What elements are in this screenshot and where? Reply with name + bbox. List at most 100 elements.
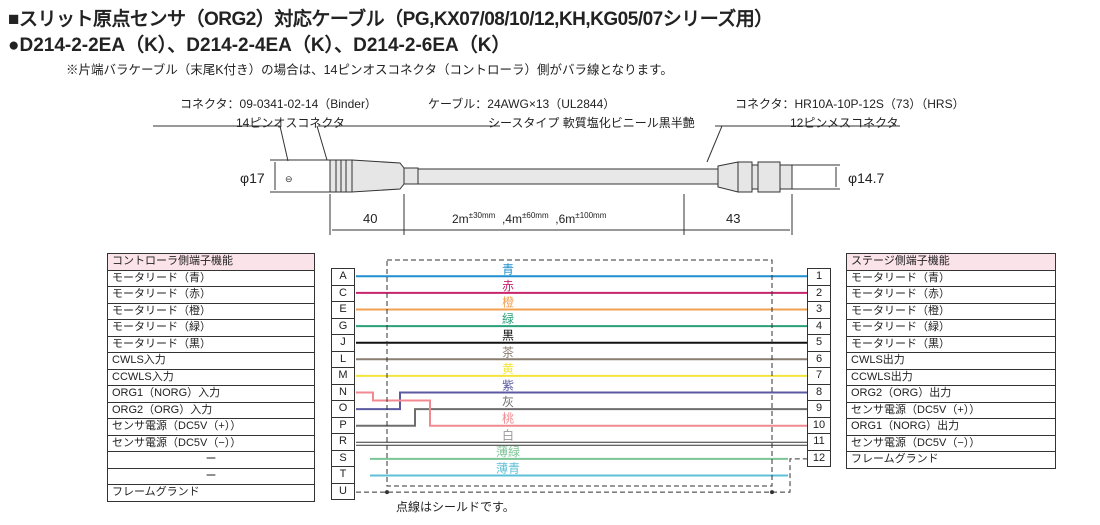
controller-pin-cell: J	[331, 334, 355, 352]
stage-function-row: モータリード（緑）	[846, 319, 1056, 337]
shield-outline	[386, 259, 773, 487]
controller-pin-row: U	[331, 482, 355, 500]
controller-pin-row: N	[331, 383, 355, 401]
wire-color-label: 橙	[502, 295, 514, 310]
stage-terminal-table: ステージ側端子機能 モータリード（青）モータリード（赤）モータリード（橙）モータ…	[846, 253, 1056, 469]
controller-pin-cell: R	[331, 433, 355, 451]
controller-function-cell: CCWLS入力	[107, 368, 315, 386]
controller-function-row: CWLS入力	[107, 352, 315, 370]
controller-function-cell: ORG2（ORG）入力	[107, 401, 315, 419]
controller-pin-row: L	[331, 350, 355, 368]
controller-pin-row: G	[331, 317, 355, 335]
stage-function-row: フレームグランド	[846, 451, 1056, 469]
wire-color-label: 緑	[502, 311, 514, 326]
left-connector-shape	[329, 159, 419, 193]
wire-color-label: 灰	[502, 395, 514, 409]
controller-function-cell: モータリード（赤）	[107, 286, 315, 304]
controller-function-row: CCWLS入力	[107, 368, 315, 386]
cable-spec-label: ケーブル：24AWG×13（UL2844）	[428, 97, 616, 111]
wire-9	[356, 391, 807, 427]
stage-function-row: センサ電源（DC5V（+））	[846, 401, 1056, 419]
stage-pin-cell: 4	[807, 317, 831, 335]
tol-6m: ±100mm	[575, 211, 607, 220]
tol-4m: ±60mm	[521, 211, 549, 220]
wire-color-label: 黄	[502, 362, 514, 376]
stage-function-cell: センサ電源（DC5V（−））	[846, 434, 1056, 452]
wire-color-label: 薄緑	[496, 444, 520, 459]
stage-pin-row: 4	[807, 317, 831, 335]
controller-pin-row: T	[331, 466, 355, 484]
stage-pin-cell: 5	[807, 334, 831, 352]
stage-function-cell: CCWLS出力	[846, 368, 1056, 386]
note: ※片端バラケーブル（末尾K付き）の場合は、14ピンオスコネクタ（コントローラ）側…	[66, 63, 673, 77]
stage-function-cell: センサ電源（DC5V（+））	[846, 401, 1056, 419]
stage-function-cell: ORG1（NORG）出力	[846, 418, 1056, 436]
stage-pin-row: 7	[807, 367, 831, 385]
stage-function-row: センサ電源（DC5V（−））	[846, 434, 1056, 452]
controller-function-cell: ー	[107, 451, 315, 469]
stage-pin-cell: 7	[807, 367, 831, 385]
wire-color-label: 赤	[502, 279, 514, 293]
stage-function-row: CWLS出力	[846, 352, 1056, 370]
stage-pin-row: 9	[807, 400, 831, 418]
stage-function-cell: モータリード（緑）	[846, 319, 1056, 337]
controller-pin-cell: P	[331, 416, 355, 434]
controller-function-row: センサ電源（DC5V（−））	[107, 434, 315, 452]
shield-junction	[385, 490, 389, 495]
stage-function-cell: ORG2（ORG）出力	[846, 385, 1056, 403]
controller-pin-cell: T	[331, 466, 355, 484]
left-length: 40	[363, 211, 378, 226]
controller-function-row: ー	[107, 467, 315, 485]
controller-pin-row: P	[331, 416, 355, 434]
controller-function-row: モータリード（橙）	[107, 302, 315, 320]
stage-pin-cell: 12	[807, 449, 831, 467]
stage-function-row: モータリード（赤）	[846, 286, 1056, 304]
controller-function-row: モータリード（黒）	[107, 335, 315, 353]
stage-function-cell: CWLS出力	[846, 352, 1056, 370]
stage-function-cell: モータリード（橙）	[846, 302, 1056, 320]
controller-function-cell: モータリード（黒）	[107, 335, 315, 353]
wire-color-label: 桃	[502, 411, 514, 426]
shield-ground-line	[356, 458, 807, 493]
controller-function-cell: モータリード（青）	[107, 269, 315, 287]
controller-pin-cell: C	[331, 284, 355, 302]
stage-function-cell: モータリード（黒）	[846, 335, 1056, 353]
controller-function-cell: センサ電源（DC5V（+））	[107, 418, 315, 436]
length-6m: ,6m	[555, 212, 576, 226]
controller-function-row: ORG2（ORG）入力	[107, 401, 315, 419]
stage-function-row: CCWLS出力	[846, 368, 1056, 386]
controller-pin-cell: M	[331, 367, 355, 385]
dimension-lines	[270, 159, 840, 235]
shield-junction	[770, 490, 774, 495]
stage-pin-row: 3	[807, 301, 831, 319]
wire-color-label: 薄青	[496, 461, 520, 476]
controller-function-cell: センサ電源（DC5V（−））	[107, 434, 315, 452]
cable-length-options: 2m±30mm ,4m±60mm ,6m±100mm	[452, 211, 606, 226]
controller-pin-cell: U	[331, 482, 355, 500]
stage-pin-row: 1	[807, 268, 831, 286]
stage-function-row: モータリード（青）	[846, 269, 1056, 287]
controller-function-row: ー	[107, 451, 315, 469]
svg-text:⊖: ⊖	[285, 174, 293, 184]
stage-pin-row: 10	[807, 416, 831, 434]
model-numbers: ●D214-2-2EA（K）、D214-2-4EA（K）、D214-2-6EA（…	[8, 35, 511, 56]
stage-pin-cell: 10	[807, 416, 831, 434]
stage-function-row: モータリード（黒）	[846, 335, 1056, 353]
controller-table-header: コントローラ側端子機能	[107, 253, 315, 271]
wire-8	[356, 408, 807, 427]
controller-terminal-table: コントローラ側端子機能 モータリード（青）モータリード（赤）モータリード（橙） モ…	[107, 253, 315, 502]
controller-function-row: モータリード（赤）	[107, 286, 315, 304]
controller-function-row: モータリード（青）	[107, 269, 315, 287]
wire-color-label: 白	[502, 427, 514, 442]
controller-pin-row: M	[331, 367, 355, 385]
controller-pin-cell: L	[331, 350, 355, 368]
left-diameter: φ17	[240, 170, 265, 186]
length-4m: ,4m	[501, 212, 522, 226]
stage-pin-cell: 1	[807, 268, 831, 286]
controller-function-cell: CWLS入力	[107, 352, 315, 370]
stage-pin-row: 6	[807, 350, 831, 368]
